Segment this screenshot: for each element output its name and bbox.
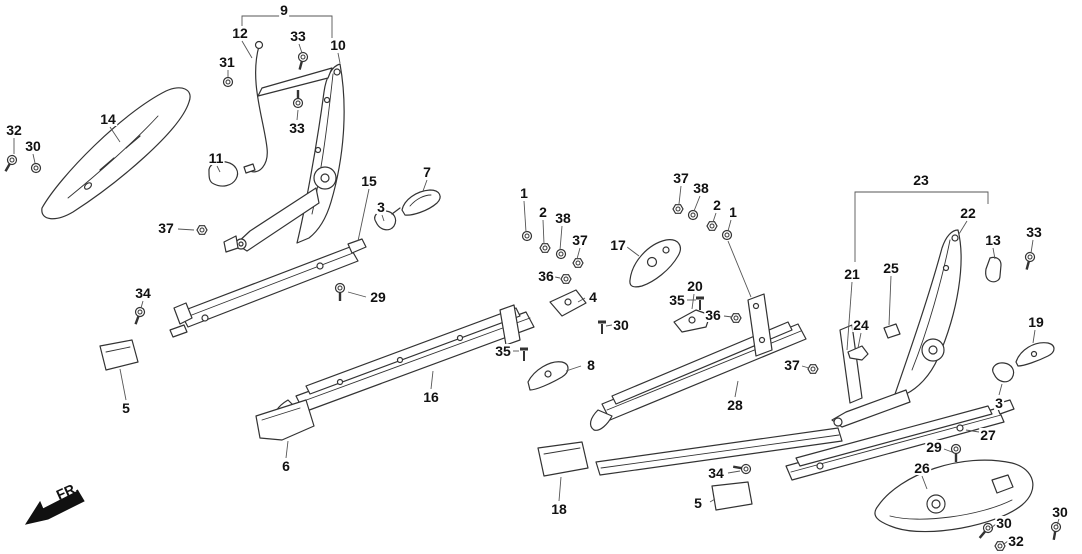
part-12-cable	[249, 45, 268, 173]
part-18-cover	[537, 441, 589, 477]
part-26-side-cover	[874, 459, 1034, 533]
part-5-cover	[99, 339, 139, 371]
part-3b-clamp	[992, 362, 1015, 383]
part-10-frame	[296, 63, 345, 244]
part-21-tower	[839, 324, 863, 404]
part-22-frame	[893, 229, 962, 398]
part-13-knob	[985, 256, 1002, 283]
part-5b-cover	[711, 481, 753, 511]
part-16-rail	[295, 311, 535, 413]
part-6-cover	[255, 399, 315, 441]
part-11-bracket	[208, 160, 239, 187]
part-7-bracket	[401, 189, 441, 216]
part-25-bracket	[883, 323, 901, 339]
part-14-side-cover	[41, 87, 191, 220]
part-28-rail	[601, 323, 807, 421]
part-24-bracket	[847, 345, 869, 361]
fr-arrow-icon	[24, 490, 85, 525]
